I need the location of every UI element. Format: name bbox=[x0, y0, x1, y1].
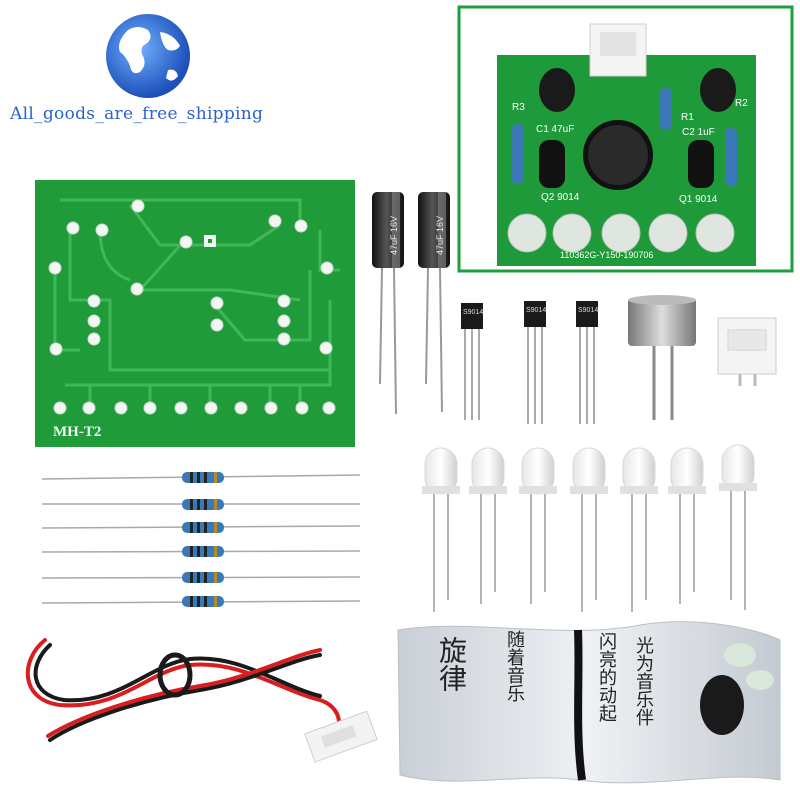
transistor bbox=[461, 303, 483, 420]
led bbox=[668, 447, 706, 604]
transistor-marking: S9014 bbox=[463, 309, 484, 316]
capacitor bbox=[372, 192, 404, 415]
booklet-text-line: 随着音乐 bbox=[504, 630, 525, 702]
microphone bbox=[628, 295, 696, 420]
transistors bbox=[461, 301, 598, 424]
wire-cable bbox=[25, 638, 378, 763]
led bbox=[422, 447, 460, 612]
capacitor-marking: 47uF 16V bbox=[389, 215, 399, 255]
inset-label-q1: Q1 9014 bbox=[679, 194, 718, 205]
inset-label-r2: R2 bbox=[735, 98, 748, 109]
inset-label-q2: Q2 9014 bbox=[541, 192, 580, 203]
leds bbox=[422, 444, 757, 612]
resistors bbox=[41, 472, 361, 607]
led bbox=[620, 447, 658, 612]
led bbox=[570, 447, 608, 612]
capacitors bbox=[372, 192, 450, 415]
booklet-text-line: 光为音乐伴 bbox=[633, 636, 654, 726]
inset-label-code: 110362G-Y150-190706 bbox=[560, 250, 654, 260]
capacitor-marking: 47uF 16V bbox=[435, 215, 445, 255]
led bbox=[469, 447, 507, 604]
pcb-board bbox=[35, 180, 355, 447]
inset-label-r3: R3 bbox=[512, 102, 525, 113]
inset-photo bbox=[457, 5, 794, 273]
pcb-label: MH-T2 bbox=[53, 424, 102, 440]
booklet bbox=[397, 621, 781, 784]
booklet-text-line: 闪亮的动起 bbox=[596, 632, 617, 722]
jst-connector bbox=[717, 317, 777, 386]
led bbox=[519, 447, 557, 604]
booklet-title: 旋律 bbox=[435, 636, 468, 692]
inset-label-r1: R1 bbox=[681, 112, 694, 123]
watermark-text: All_goods_are_free_shipping bbox=[10, 104, 264, 124]
transistor bbox=[524, 301, 546, 424]
transistor-marking: S9014 bbox=[578, 307, 599, 314]
capacitor bbox=[418, 192, 450, 413]
inset-label-c2: C2 1uF bbox=[682, 127, 715, 138]
transistor-marking: S9014 bbox=[526, 307, 547, 314]
globe-icon bbox=[106, 14, 190, 98]
inset-label-c1: C1 47uF bbox=[536, 124, 575, 135]
transistor bbox=[576, 301, 598, 424]
led bbox=[719, 444, 757, 610]
